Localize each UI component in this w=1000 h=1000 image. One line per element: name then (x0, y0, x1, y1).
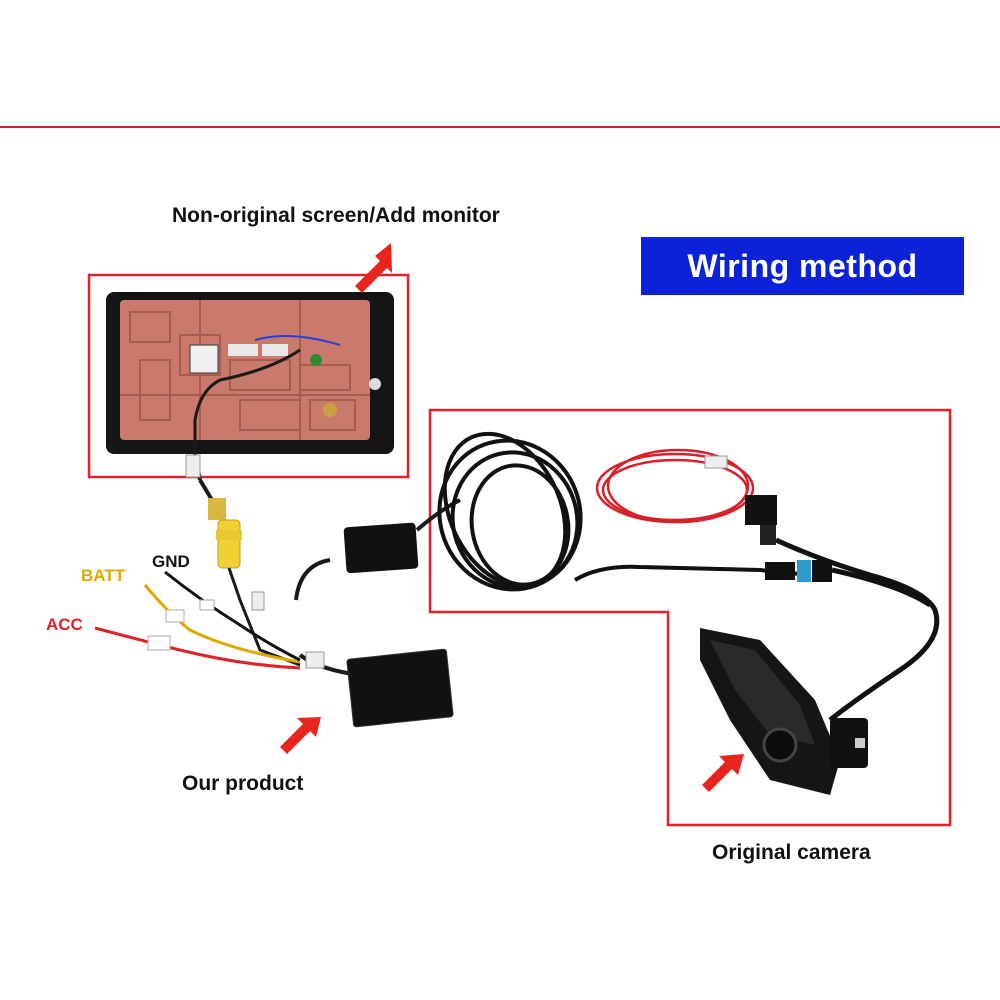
rca-cable (185, 454, 301, 667)
arrow-icon (702, 754, 744, 792)
arrow-icon (355, 243, 392, 293)
camera-harness (774, 537, 940, 722)
screen-frame (87, 273, 410, 479)
batt-label: BATT (81, 566, 126, 585)
screen-label: Non-original screen/Add monitor (172, 204, 500, 227)
product-box (294, 558, 454, 728)
camera-label: Original camera (712, 841, 871, 864)
camera-frame (428, 408, 952, 827)
title-text: Wiring method (687, 247, 918, 284)
power-wires (94, 570, 301, 670)
gnd-label: GND (152, 552, 190, 571)
title-banner: Wiring method (641, 237, 964, 295)
coiled-cable (437, 431, 811, 592)
top-divider-line (0, 126, 1000, 128)
camera-handle (700, 628, 868, 795)
product-label: Our product (182, 772, 304, 795)
red-wire-coil (595, 448, 771, 524)
small-connectors (745, 495, 832, 582)
acc-label: ACC (46, 615, 83, 634)
monitor-back (106, 292, 394, 455)
arrow-icon (280, 717, 321, 754)
